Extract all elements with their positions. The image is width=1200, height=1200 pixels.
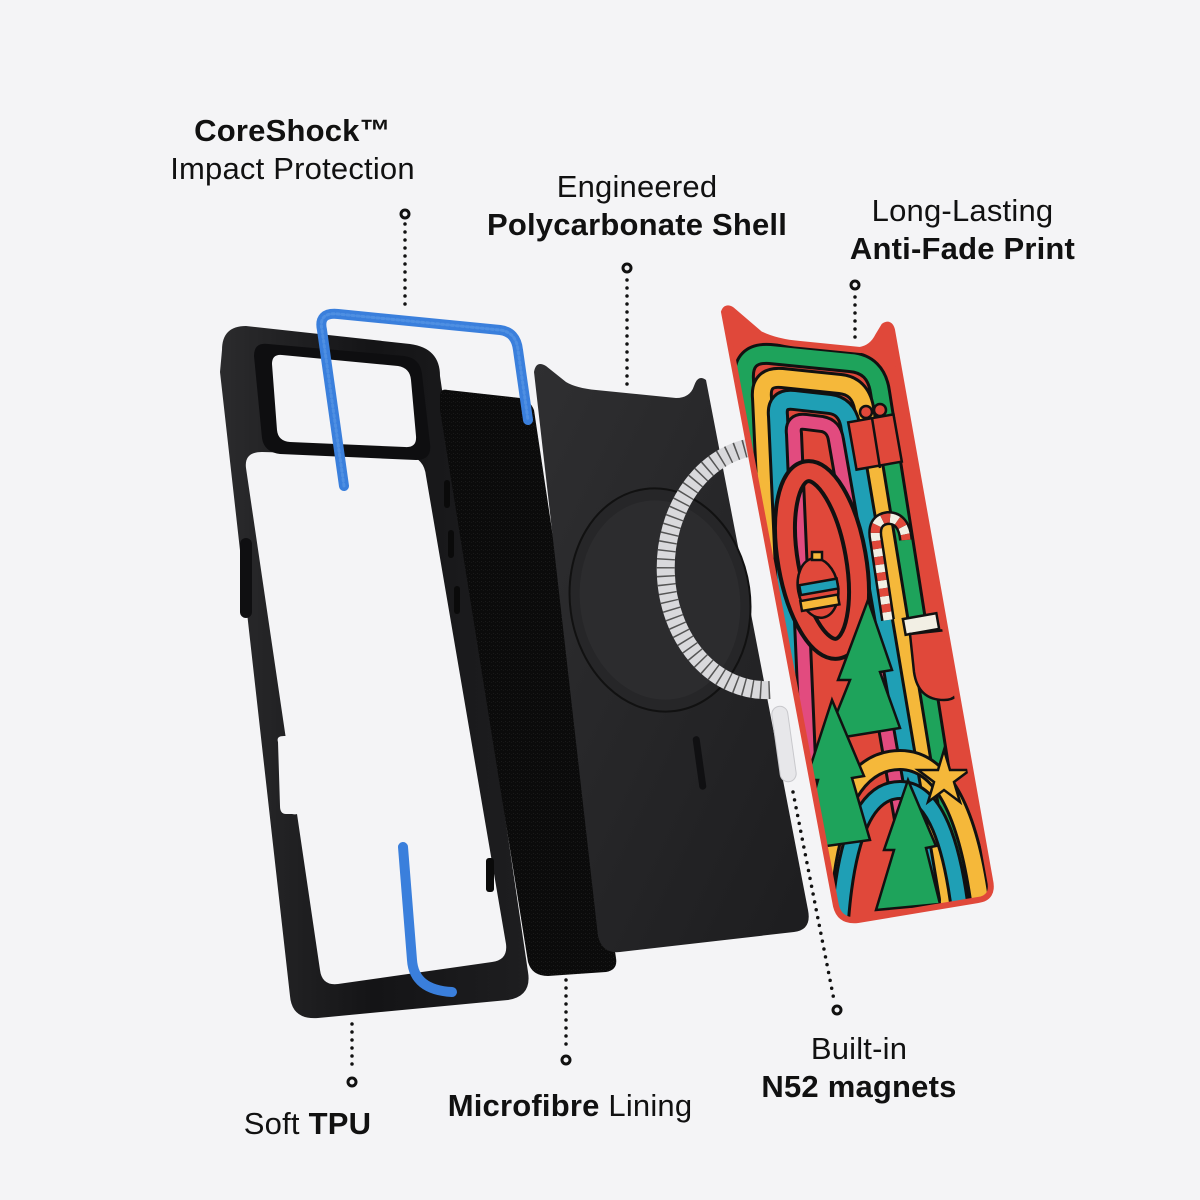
coreshock-band [316,308,533,997]
callout-shell-title: Polycarbonate Shell [486,207,788,242]
tpu-frame [220,326,529,1019]
tpu-leader [346,1022,358,1088]
lining-leader [560,978,572,1066]
callout-coreshock: CoreShock™ Impact Protection [140,112,445,188]
magnets-leader [791,790,843,1016]
callout-magnets-title: N52 magnets [761,1069,957,1104]
callout-lining: Microfibre Lining [425,1087,715,1125]
anti-fade-print-back [720,305,994,924]
n52-magnet-ring [656,437,797,783]
callout-print-subtitle: Long-Lasting [871,193,1054,228]
coreshock-leader [399,208,411,312]
callout-magnets: Built-in N52 magnets [745,1030,973,1106]
callout-magnets-subtitle: Built-in [810,1031,908,1066]
callout-lining-title: Microfibre [447,1088,600,1123]
callout-lining-subtitle: Lining [608,1088,693,1123]
print-leader [849,279,861,346]
microfibre-lining [440,389,617,977]
callout-leaders [346,208,861,1088]
callout-shell-subtitle: Engineered [556,169,718,204]
callout-print-title: Anti-Fade Print [849,231,1076,266]
callout-tpu-title: TPU [308,1106,372,1141]
shell-leader [621,262,633,394]
callout-tpu-subtitle: Soft [243,1106,300,1141]
callout-tpu: Soft TPU [225,1105,390,1143]
callout-shell: Engineered Polycarbonate Shell [462,168,812,244]
callout-coreshock-title: CoreShock™ [194,113,391,148]
callout-print: Long-Lasting Anti-Fade Print [830,192,1095,268]
callout-coreshock-subtitle: Impact Protection [170,151,415,186]
